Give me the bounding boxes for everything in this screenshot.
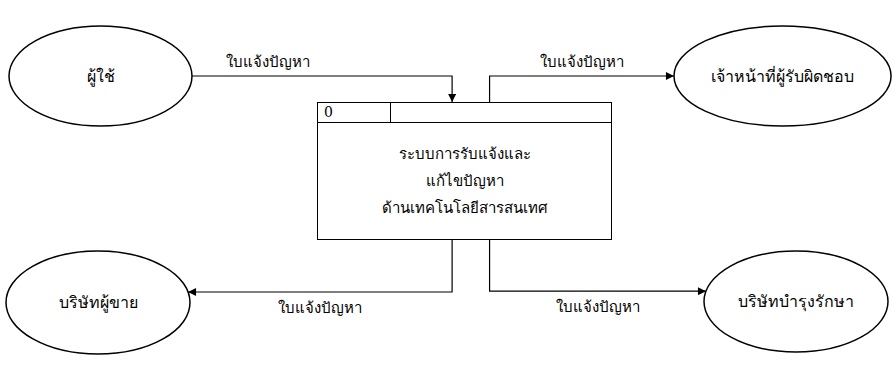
process-body: ระบบการรับแจ้งและ แก้ไขปัญหา ด้านเทคโนโล…: [318, 123, 611, 239]
process-box: 0 ระบบการรับแจ้งและ แก้ไขปัญหา ด้านเทคโนโ…: [317, 102, 612, 240]
entity-text-holder: เจ้าหน้าที่ผู้รับผิดชอบ: [673, 25, 892, 127]
external-entity: บริษัทผู้ขาย: [5, 250, 191, 355]
entity-name: ผู้ใช้: [87, 64, 115, 89]
data-flow-arrow: [192, 76, 452, 102]
entity-text-holder: บริษัทผู้ขาย: [5, 250, 191, 355]
external-entity: บริษัทบำรุงรักษา: [703, 250, 889, 353]
process-header: 0: [318, 103, 611, 123]
flow-label: ใบแจ้งปัญหา: [276, 299, 364, 317]
flow-label: ใบแจ้งปัญหา: [224, 53, 312, 71]
process-number: 0: [318, 103, 391, 122]
data-flow-arrow: [188, 240, 452, 292]
entity-name: เจ้าหน้าที่ผู้รับผิดชอบ: [711, 64, 854, 89]
entity-text-holder: ผู้ใช้: [8, 25, 193, 127]
entity-name: บริษัทผู้ขาย: [59, 290, 138, 315]
entity-text-holder: บริษัทบำรุงรักษา: [703, 250, 889, 353]
process-name: ระบบการรับแจ้งและ แก้ไขปัญหา ด้านเทคโนโล…: [382, 141, 548, 222]
data-flow-arrow: [490, 240, 706, 291]
data-flow-arrow: [490, 76, 674, 102]
external-entity: ผู้ใช้: [8, 25, 193, 127]
flow-label: ใบแจ้งปัญหา: [554, 298, 642, 316]
entity-name: บริษัทบำรุงรักษา: [738, 289, 854, 314]
flow-label: ใบแจ้งปัญหา: [538, 53, 626, 71]
external-entity: เจ้าหน้าที่ผู้รับผิดชอบ: [673, 25, 892, 127]
